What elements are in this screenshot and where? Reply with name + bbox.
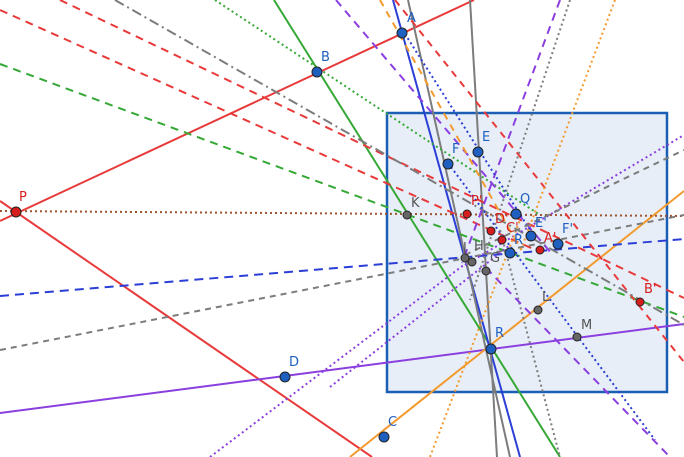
point-r[interactable] [485,343,497,355]
blue-dotted-line-aq [404,33,531,231]
orange-dotted-line-1 [429,219,521,457]
label-e: E [482,130,490,145]
green-line-r [273,0,561,457]
label-p: P [19,190,27,205]
point-a-prime[interactable] [535,245,545,255]
labels: A B E F P K P' Q D' C' E' F' A' R H J G … [19,11,657,430]
gray-dotted-line-2 [499,229,561,457]
label-g: G [490,251,500,266]
orange-line-cr [349,190,684,457]
point-b-prime[interactable] [635,297,645,307]
label-b: B [321,50,330,65]
label-f: F [452,142,459,157]
label-e-prime: E' [535,216,547,231]
label-c-prime: C' [506,221,519,236]
green-dashed-line [0,63,684,318]
label-m: M [581,318,592,333]
point-f-prime[interactable] [552,238,564,250]
point-p-prime[interactable] [462,209,472,219]
point-g[interactable] [481,266,491,276]
point-j[interactable] [467,257,477,267]
blue-line-ar [392,0,521,457]
point-e[interactable] [472,146,484,158]
label-r-upper: R [514,233,523,248]
red-line-pr [0,200,373,457]
points [10,27,645,443]
gray-dashed-line-2 [464,149,684,256]
label-a-prime: A' [544,231,556,246]
purple-dashed-line-3 [485,267,671,457]
label-j: J [462,241,467,256]
point-b[interactable] [311,66,323,78]
label-f-prime: F' [562,222,573,237]
point-c-prime[interactable] [497,235,507,245]
red-dashed-line-1 [59,0,684,299]
brown-dotted-line-pk [0,210,684,217]
red-line-pab [0,0,475,222]
point-r-upper[interactable] [504,247,516,259]
point-a[interactable] [396,27,408,39]
point-l[interactable] [533,305,543,315]
purple-dashed-line-2 [461,0,561,264]
point-d[interactable] [279,371,291,383]
label-r: R [495,326,504,341]
label-d-prime: D' [495,212,509,227]
point-h[interactable] [460,253,470,263]
point-f[interactable] [442,158,454,170]
label-b-prime: B' [644,282,657,297]
purple-line-dr [0,323,684,414]
label-a: A [407,11,416,26]
orange-dashed-line [379,0,522,251]
point-c[interactable] [378,431,390,443]
blue-dashed-line [0,238,684,297]
gray-dashdot-line [114,0,684,326]
label-p-prime: P' [471,194,482,209]
label-h: H [474,239,484,254]
point-k[interactable] [402,210,412,220]
label-k: K [411,196,420,211]
label-d: D [289,355,299,370]
point-p[interactable] [10,206,22,218]
red-dashed-line-2 [0,9,541,253]
label-c: C [388,415,397,430]
label-q: Q [520,192,530,207]
gray-line-e [469,0,498,457]
point-m[interactable] [572,332,582,342]
label-l: L [542,290,550,305]
point-e-prime[interactable] [525,230,537,242]
point-q[interactable] [510,208,522,220]
point-d-prime[interactable] [486,226,496,236]
purple-dotted-line-1 [329,244,511,388]
purple-dotted-line-3 [209,263,466,457]
